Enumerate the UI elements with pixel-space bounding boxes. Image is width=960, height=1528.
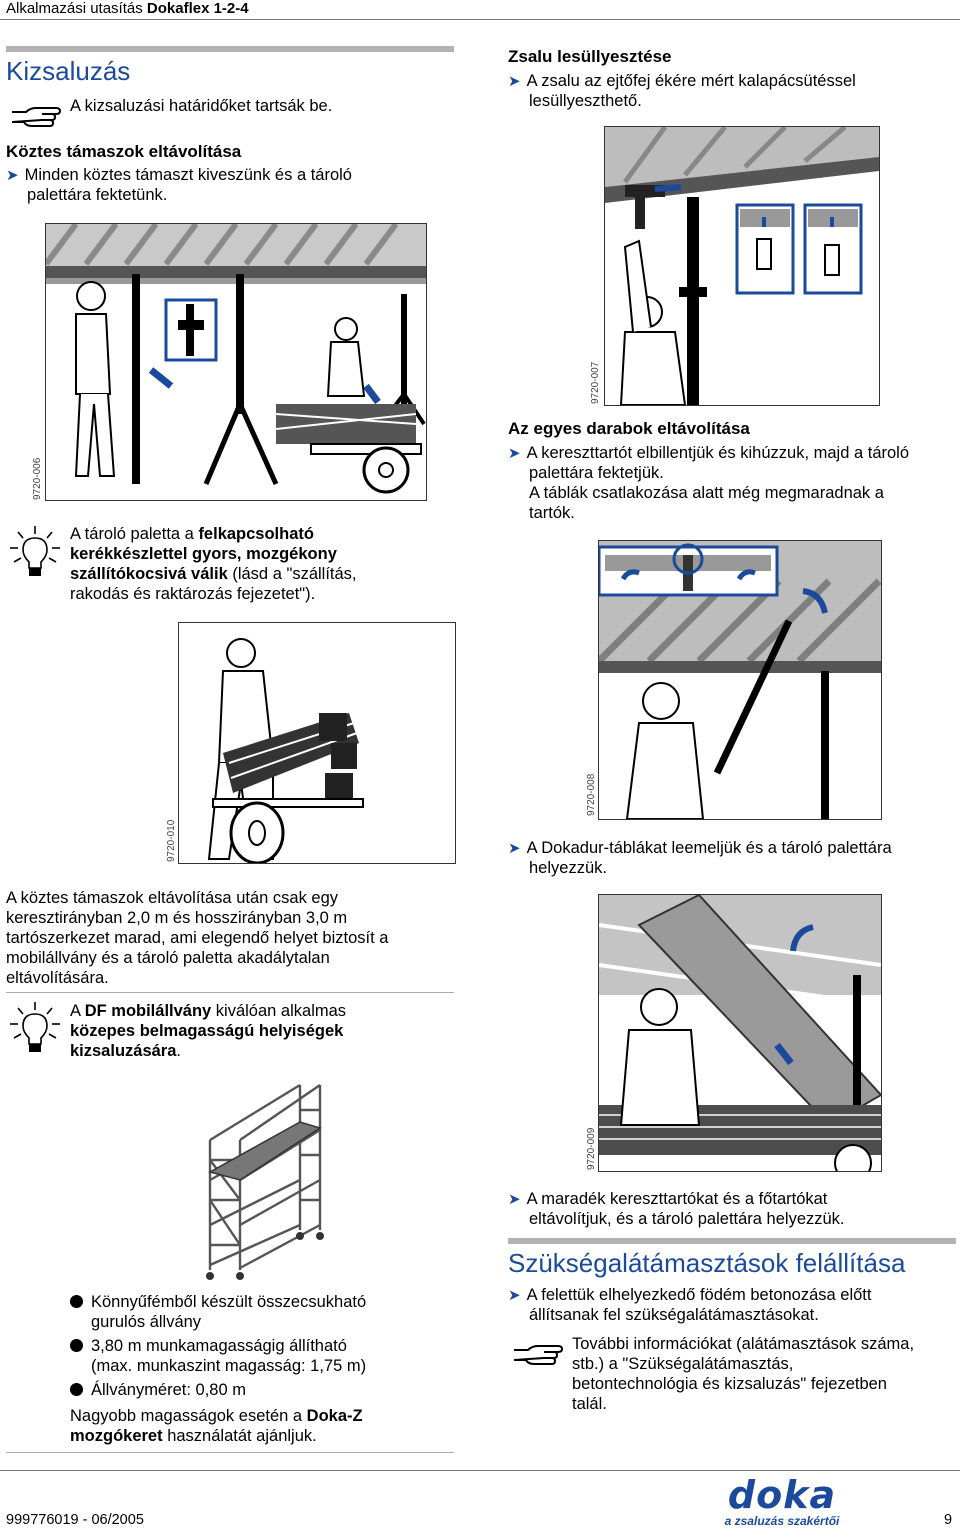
header-rule (0, 19, 960, 20)
doc-number: 999776019 - 06/2005 (6, 1512, 144, 1528)
bullet-dot-icon (70, 1339, 83, 1352)
figure-secondary-beam-removal (598, 540, 882, 820)
figure-code: 9720-009 (586, 1127, 597, 1170)
remove-step-cont: palettára fektetjük. A táblák csatlakozá… (529, 464, 884, 522)
lower-step-cont: lesüllyeszthető. (529, 92, 642, 110)
list-item: Állványméret: 0,80 m (70, 1380, 450, 1400)
shore-step: ➤A felettük elhelyezkedő födém betonozás… (508, 1286, 872, 1304)
arrow-right-icon: ➤ (508, 445, 521, 462)
bullet-dot-icon (70, 1295, 83, 1308)
lift-step-cont: helyezzük. (529, 859, 607, 877)
figure-panel-lifting (598, 894, 882, 1172)
sub1-title: Köztes támaszok eltávolítása (6, 142, 242, 161)
divider (6, 992, 454, 993)
figure-code: 9720-010 (166, 819, 177, 862)
remove-step: ➤A kereszttartót elbillentjük és kihúzzu… (508, 444, 910, 462)
lower-step: ➤A zsalu az ejtőfej ékére mért kalapácsü… (508, 72, 856, 90)
light-bulb-icon (8, 524, 62, 582)
section2-title: Szükségalátámasztások felállítása (508, 1248, 906, 1278)
section-title: Kizsaluzás (6, 56, 131, 86)
rest-step-cont: eltávolítjuk, és a tároló palettára hely… (529, 1210, 845, 1228)
sub-lower-title: Zsalu lesüllyesztése (508, 47, 672, 66)
logo-wordmark: doka (727, 1473, 837, 1517)
arrow-right-icon: ➤ (508, 1191, 521, 1208)
arrow-right-icon: ➤ (6, 167, 19, 184)
sub1-step-cont: palettára fektetünk. (27, 186, 168, 204)
figure-code: 9720-006 (32, 457, 43, 500)
section-rule (6, 46, 454, 52)
arrow-right-icon: ➤ (508, 73, 521, 90)
tip1-text: A tároló paletta a felkapcsolható kerékk… (70, 525, 357, 603)
figure-props-removal (45, 223, 427, 501)
pointing-hand-icon (8, 98, 64, 128)
list-item: Könnyűfémből készült összecsukható (70, 1292, 450, 1312)
sub1-step: ➤Minden köztes támaszt kiveszünk és a tá… (6, 166, 352, 184)
logo-tagline: a zsaluzás szakértői (724, 1514, 840, 1528)
header-product: Dokaflex 1-2-4 (146, 0, 249, 17)
light-bulb-icon (8, 1000, 62, 1058)
bullet-dot-icon (70, 1383, 83, 1396)
figure-lowering (604, 126, 880, 406)
pointing-hand-icon (510, 1336, 566, 1366)
running-header: Alkalmazási utasítás Dokaflex 1-2-4 (6, 0, 249, 17)
lift-step: ➤A Dokadur-táblákat leemeljük és a tárol… (508, 839, 892, 857)
figure-code: 9720-008 (586, 773, 597, 816)
sub-remove-title: Az egyes darabok eltávolítása (508, 419, 750, 438)
arrow-right-icon: ➤ (508, 1287, 521, 1304)
rest-step: ➤A maradék kereszttartókat és a főtartók… (508, 1190, 828, 1208)
scaffold-features: Könnyűfémből készült összecsukható gurul… (70, 1292, 450, 1446)
divider (6, 1452, 454, 1453)
figure-storage-pallet (178, 622, 456, 864)
clearance-paragraph: A köztes támaszok eltávolítása után csak… (6, 889, 389, 987)
note-text: A kizsaluzási határidőket tartsák be. (70, 97, 333, 115)
figure-code: 9720-007 (590, 361, 601, 404)
tip2-text: A DF mobilállvány kiválóan alkalmas köze… (70, 1002, 347, 1060)
header-prefix: Alkalmazási utasítás (6, 0, 147, 17)
doka-logo: doka a zsaluzás szakértői (712, 1476, 852, 1528)
list-item: 3,80 m munkamagasságig állítható (70, 1336, 450, 1356)
figure-mobile-scaffold (200, 1080, 330, 1285)
shore-step-cont: állítsanak fel szükségalátámasztásokat. (529, 1306, 819, 1324)
arrow-right-icon: ➤ (508, 840, 521, 857)
page-number: 9 (944, 1512, 953, 1528)
section-rule (508, 1238, 956, 1244)
footer-rule (0, 1470, 960, 1471)
info-note: További információkat (alátámasztások sz… (572, 1335, 915, 1413)
